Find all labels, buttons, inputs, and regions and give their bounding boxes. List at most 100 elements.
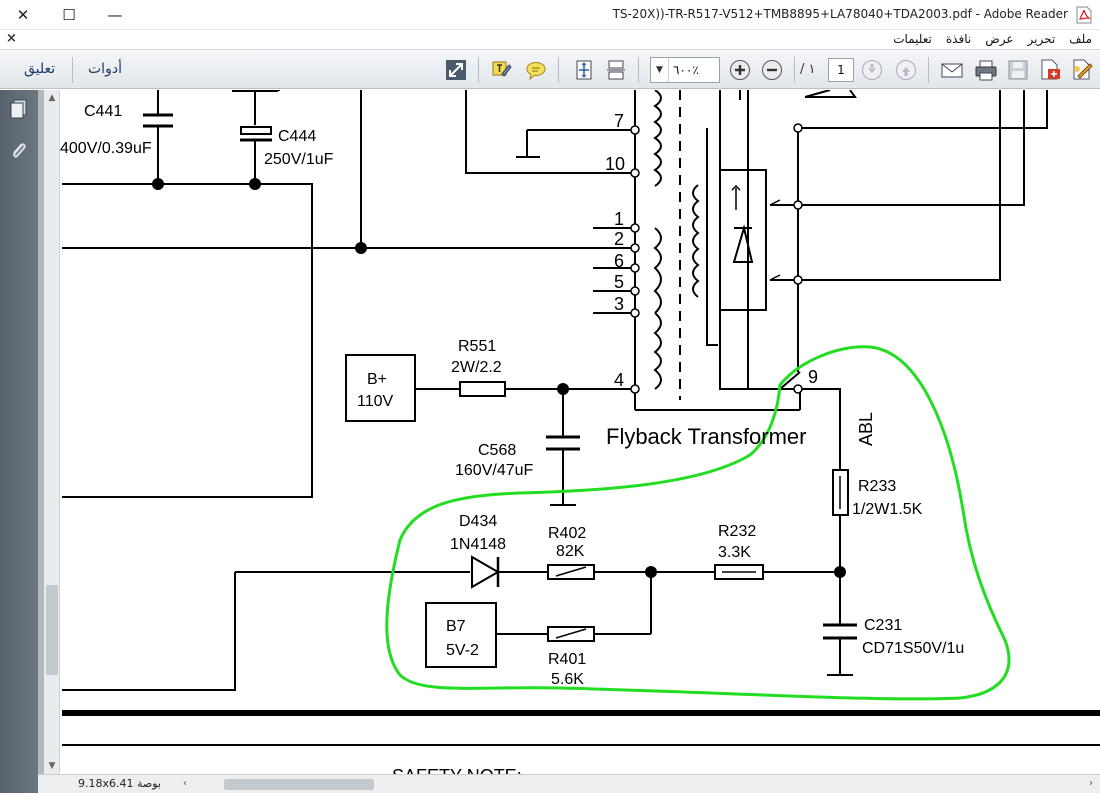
- junction-dots: [152, 178, 846, 578]
- email-icon[interactable]: [940, 58, 964, 82]
- r402-value: 82K: [556, 543, 585, 560]
- pin-3-label: 3: [614, 294, 624, 314]
- zoom-select[interactable]: ▼ ٦٠٠٪: [650, 57, 720, 83]
- window-title: TS-20X))-TR-R517-V512+TMB8895+LA78040+TD…: [612, 7, 1068, 21]
- pin-4-label: 4: [614, 370, 624, 390]
- scroll-right-icon[interactable]: ›: [1089, 778, 1093, 789]
- top-cut-component: [232, 90, 278, 92]
- previous-page-icon[interactable]: [894, 58, 918, 82]
- safety-note-label: SAFETY NOTE:: [392, 766, 522, 774]
- capacitor-symbols: [143, 113, 857, 640]
- r551-value: 2W/2.2: [451, 359, 502, 376]
- pin-1-label: 1: [614, 209, 624, 229]
- page-total: / ١: [800, 62, 816, 77]
- vertical-scroll-thumb[interactable]: [46, 585, 58, 675]
- close-window-button[interactable]: ✕: [16, 6, 30, 24]
- adobe-reader-icon: [1076, 6, 1092, 24]
- hv-rectifier-box: [719, 169, 767, 311]
- r232-name: R232: [718, 523, 756, 540]
- pin-9-label: 9: [808, 367, 818, 387]
- c444-body: [240, 126, 272, 135]
- zoom-out-icon[interactable]: [760, 58, 784, 82]
- c441-value: 400V/0.39uF: [60, 140, 152, 157]
- c568-value: 160V/47uF: [455, 462, 534, 479]
- pin-markers: [630, 123, 803, 394]
- scroll-left-icon[interactable]: ‹: [183, 778, 187, 789]
- horizontal-scrollbar[interactable]: ‹ ›: [178, 776, 1098, 792]
- toolbar-divider: [72, 57, 73, 83]
- comment-pane-button[interactable]: تعليق: [24, 61, 56, 77]
- attachments-icon[interactable]: [8, 140, 30, 162]
- navigation-pane: [0, 90, 38, 793]
- sticky-note-icon[interactable]: [524, 58, 548, 82]
- tools-pane-button[interactable]: أدوات: [88, 61, 122, 77]
- page-size-readout: 9.18x6.41 بوصة: [78, 777, 161, 790]
- b7-name: B7: [446, 618, 466, 635]
- bplus-box: [345, 354, 416, 422]
- highlight-text-icon[interactable]: [490, 58, 514, 82]
- menu-window[interactable]: نافذة: [945, 32, 972, 46]
- green-highlight-outline: [385, 345, 1011, 701]
- create-pdf-icon[interactable]: [1038, 58, 1062, 82]
- fit-page-icon[interactable]: [572, 58, 596, 82]
- pin-2-label: 2: [614, 229, 624, 249]
- transformer-windings: [653, 90, 741, 400]
- chevron-down-icon[interactable]: ▼: [651, 58, 669, 82]
- c444-name: C444: [278, 128, 316, 145]
- print-icon[interactable]: [974, 58, 998, 82]
- menu-help[interactable]: تعليمات: [893, 32, 932, 46]
- flyback-transformer-label: Flyback Transformer: [606, 424, 807, 449]
- toolbar-divider: [478, 57, 479, 83]
- b7-value: 5V-2: [446, 642, 479, 659]
- scroll-mode-icon[interactable]: [604, 58, 628, 82]
- fullscreen-icon[interactable]: [444, 58, 468, 82]
- horizontal-scroll-thumb[interactable]: [224, 779, 374, 790]
- sign-document-icon[interactable]: [1070, 58, 1094, 82]
- page-thumbnails-icon[interactable]: [8, 98, 30, 120]
- bplus-name: B+: [367, 371, 387, 388]
- menu-bar: × ملف تحرير عرض نافذة تعليمات: [0, 30, 1100, 50]
- r401-name: R401: [548, 651, 586, 668]
- c441-name: C441: [84, 103, 122, 120]
- r401-value: 5.6K: [551, 671, 584, 688]
- hv-diode: [732, 224, 754, 263]
- pin-10-label: 10: [605, 154, 625, 174]
- page-number-input[interactable]: 1: [828, 58, 854, 82]
- save-icon[interactable]: [1006, 58, 1030, 82]
- vertical-scrollbar[interactable]: ▲ ▼: [44, 90, 60, 774]
- toolbar-divider: [928, 57, 929, 83]
- scroll-down-icon[interactable]: ▼: [48, 761, 56, 771]
- pin-6-label: 6: [614, 251, 624, 271]
- menu-edit[interactable]: تحرير: [1027, 32, 1056, 46]
- d434-name: D434: [459, 513, 497, 530]
- r402-mark: [555, 566, 587, 577]
- toolbar: تعليق أدوات: [0, 51, 1100, 89]
- top-cut-symbol: [804, 90, 857, 98]
- menu-view[interactable]: عرض: [985, 32, 1014, 46]
- pin-7-label: 7: [614, 111, 624, 131]
- r233-value: 1/2W1.5K: [852, 501, 923, 518]
- r232-value: 3.3K: [718, 544, 751, 561]
- zoom-value: ٦٠٠٪: [673, 63, 699, 77]
- r551-name: R551: [458, 338, 496, 355]
- d434-body: [471, 555, 501, 589]
- hv-diode-arrow: [731, 184, 741, 210]
- close-document-button[interactable]: ×: [6, 31, 17, 46]
- schematic-wires: [62, 90, 1048, 691]
- menu-file[interactable]: ملف: [1069, 32, 1092, 46]
- minimize-window-button[interactable]: —: [107, 6, 123, 24]
- toolbar-divider: [638, 57, 639, 83]
- bplus-value: 110V: [357, 393, 394, 410]
- c444-value: 250V/1uF: [264, 151, 334, 168]
- zoom-in-icon[interactable]: [728, 58, 752, 82]
- maximize-window-button[interactable]: ☐: [62, 6, 76, 24]
- toolbar-divider: [558, 57, 559, 83]
- c568-name: C568: [478, 442, 516, 459]
- scroll-up-icon[interactable]: ▲: [48, 93, 56, 103]
- abl-label: ABL: [856, 412, 876, 446]
- pin-5-label: 5: [614, 272, 624, 292]
- c231-name: C231: [864, 617, 902, 634]
- d434-value: 1N4148: [450, 536, 506, 553]
- schematic-drawing: C441 400V/0.39uF C444 250V/1uF R551 2W/2…: [60, 90, 1100, 774]
- next-page-icon[interactable]: [860, 58, 884, 82]
